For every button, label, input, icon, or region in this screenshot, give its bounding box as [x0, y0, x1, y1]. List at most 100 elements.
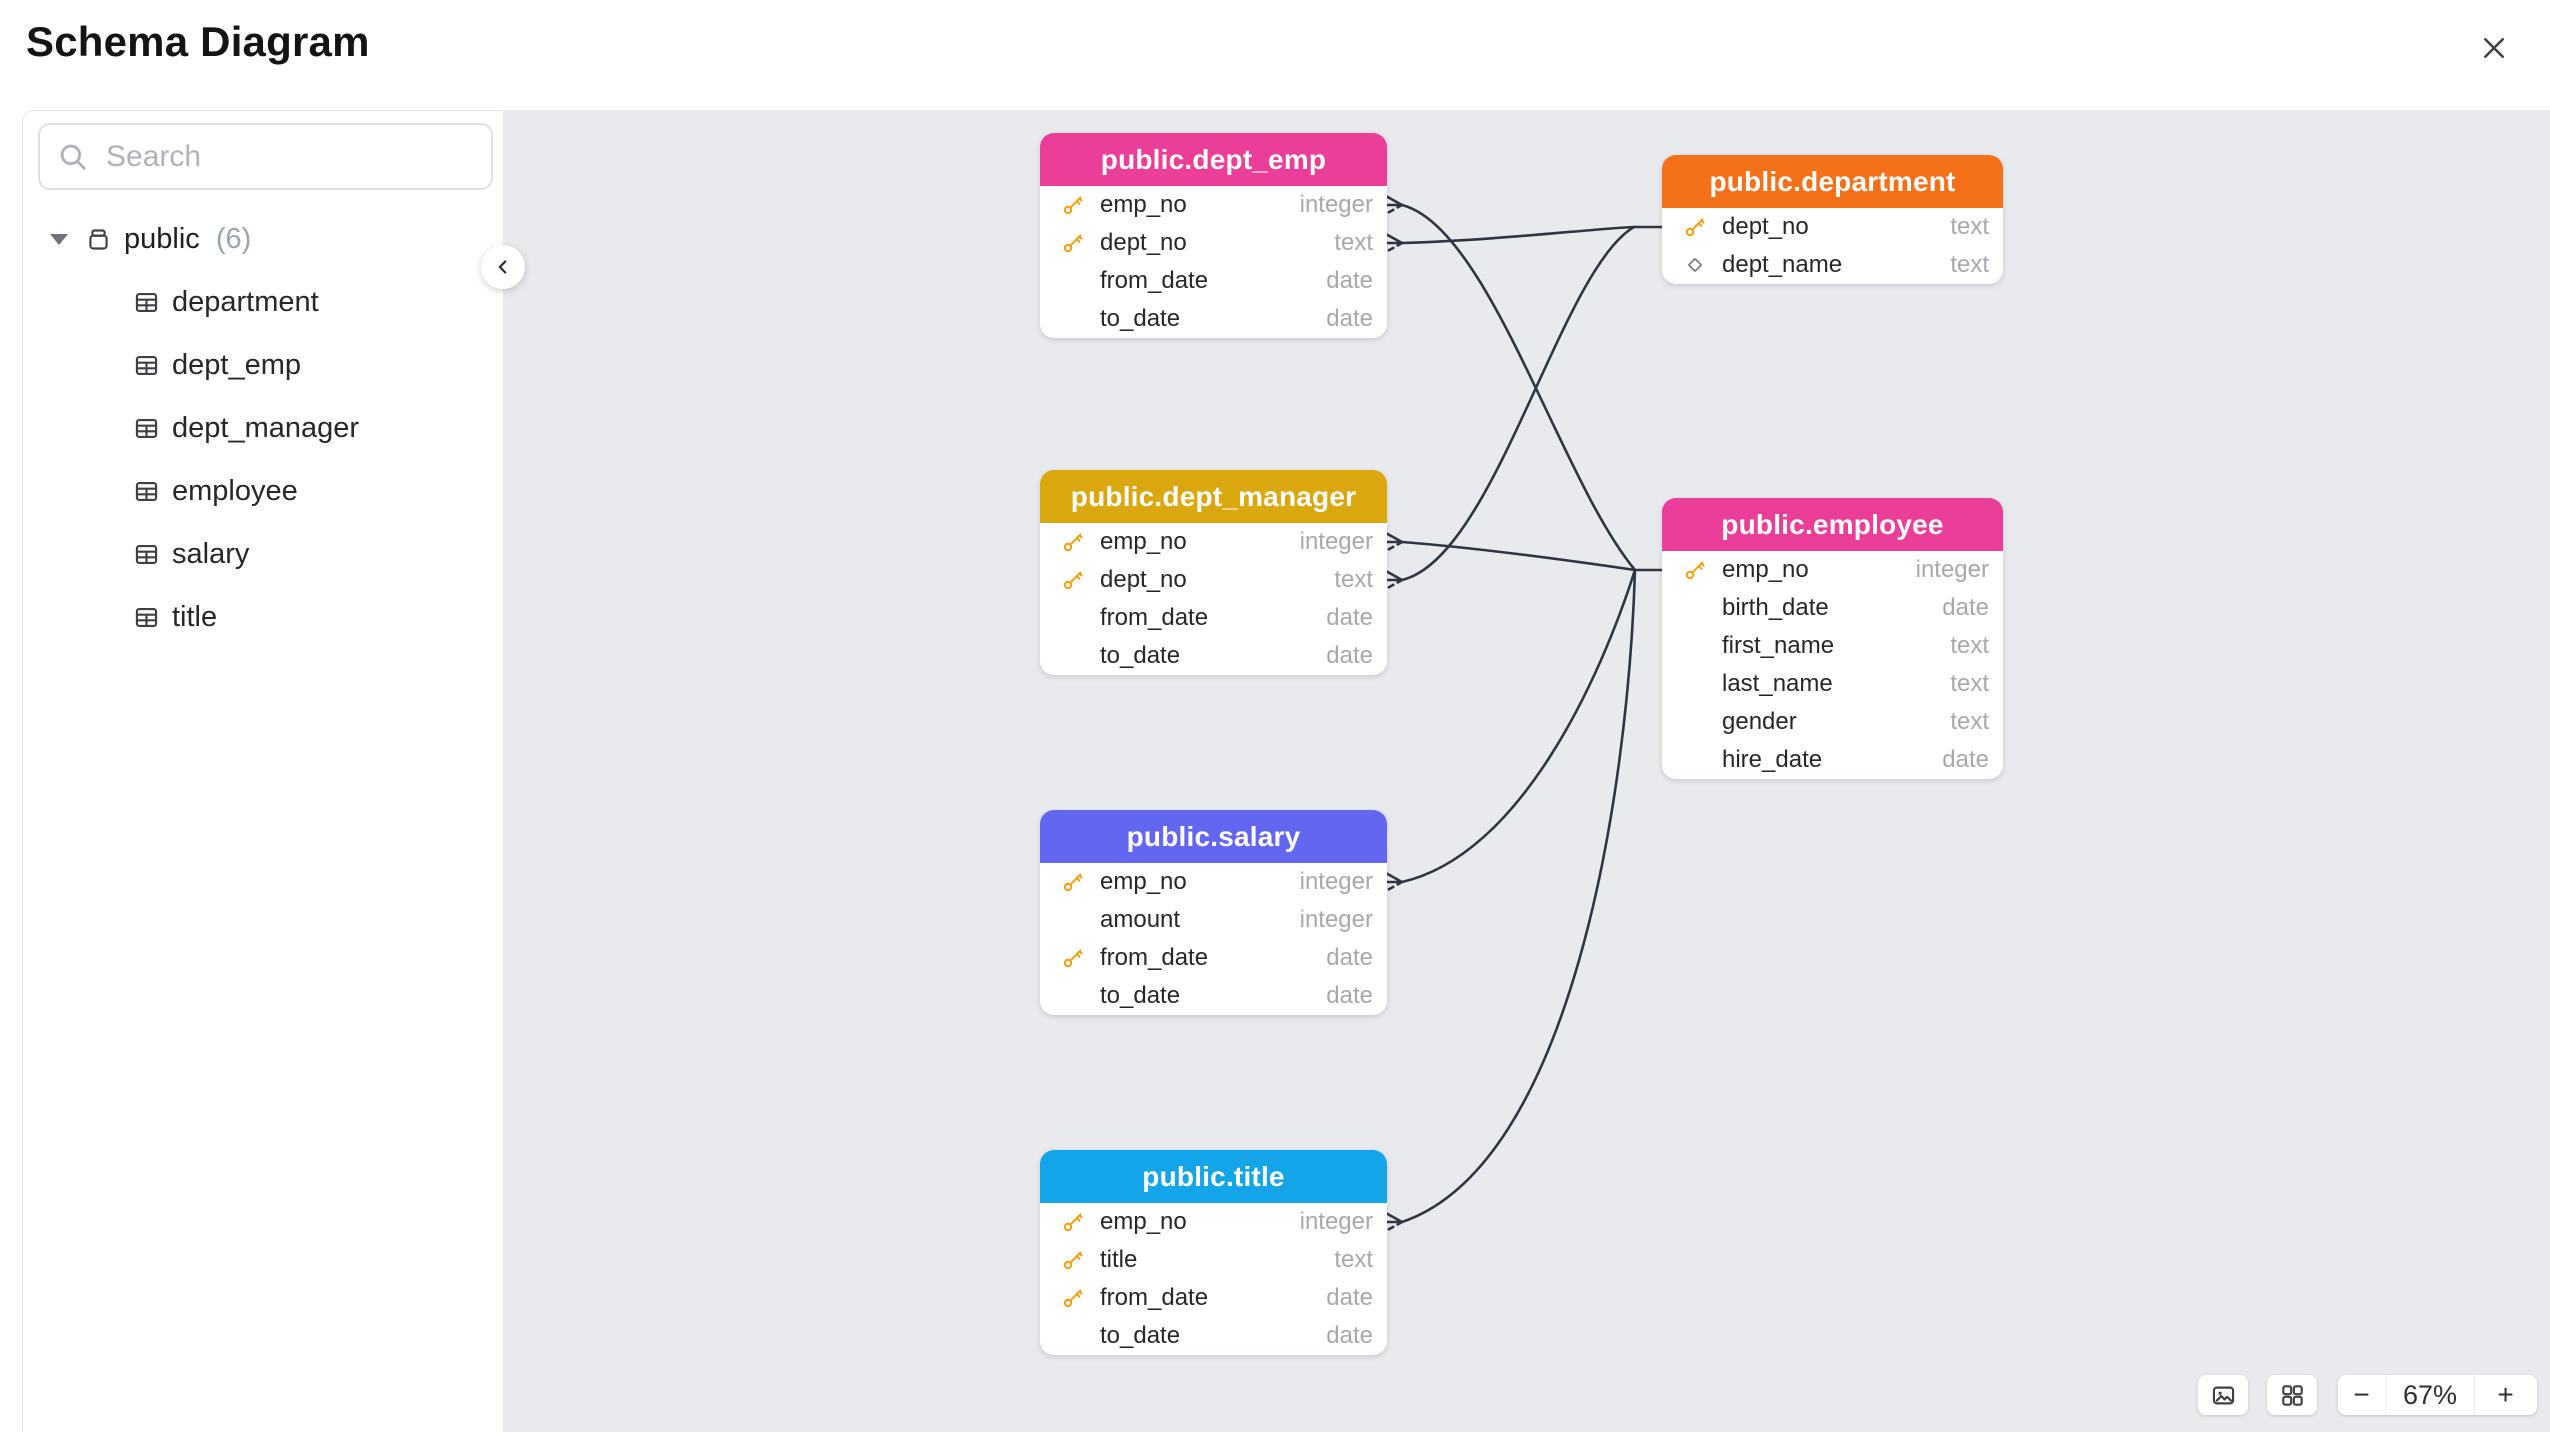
column-name: to_date [1100, 982, 1181, 1009]
chevron-left-icon [498, 260, 507, 274]
column-name: dept_name [1722, 251, 1843, 278]
primary-key-icon [1060, 1247, 1086, 1273]
table-card-title: public.dept_manager [1040, 470, 1387, 523]
sidebar-item-title[interactable]: title [23, 586, 503, 649]
export-image-button[interactable] [2198, 1375, 2248, 1415]
table-row: emp_no integer [1040, 523, 1387, 561]
table-row: amount integer [1040, 901, 1387, 939]
column-type: date [1326, 1322, 1373, 1349]
sidebar-item-salary[interactable]: salary [23, 523, 503, 586]
column-name: gender [1722, 708, 1797, 735]
column-name: from_date [1100, 267, 1209, 294]
expand-caret-icon[interactable] [50, 233, 68, 245]
table-card-department[interactable]: public.department dept_no text dept_name… [1662, 155, 2003, 284]
table-row: emp_no integer [1040, 186, 1387, 224]
table-row: emp_no integer [1662, 551, 2003, 589]
column-type: date [1326, 1284, 1373, 1311]
column-type: date [1326, 604, 1373, 631]
column-type: date [1326, 267, 1373, 294]
column-name: hire_date [1722, 746, 1823, 773]
table-card-salary[interactable]: public.salary emp_no integer amount inte… [1040, 810, 1387, 1015]
table-card-title-table[interactable]: public.title emp_no integer title text f… [1040, 1150, 1387, 1355]
table-row: title text [1040, 1241, 1387, 1279]
sidebar-item-dept_manager[interactable]: dept_manager [23, 397, 503, 460]
table-icon [135, 292, 158, 313]
sidebar-item-department[interactable]: department [23, 271, 503, 334]
table-row: to_date date [1040, 1317, 1387, 1355]
zoom-controls: − 67% + [2338, 1375, 2537, 1415]
unique-constraint-icon [1682, 252, 1708, 278]
column-type: integer [1915, 556, 1989, 583]
table-card-title: public.department [1662, 155, 2003, 208]
primary-key-icon [1682, 214, 1708, 240]
table-row: from_date date [1040, 939, 1387, 977]
sidebar-item-employee[interactable]: employee [23, 460, 503, 523]
column-type: integer [1299, 528, 1373, 555]
sidebar: public (6) department dept_emp dept_mana… [22, 110, 503, 1432]
table-icon [135, 607, 158, 628]
table-row: last_name text [1662, 665, 2003, 703]
primary-key-icon [1060, 1285, 1086, 1311]
table-row: dept_no text [1662, 208, 2003, 246]
table-row: from_date date [1040, 262, 1387, 300]
table-row: birth_date date [1662, 589, 2003, 627]
column-name: amount [1100, 906, 1181, 933]
table-row: from_date date [1040, 599, 1387, 637]
schema-icon [89, 228, 108, 250]
column-name: emp_no [1100, 191, 1187, 218]
table-card-title: public.title [1040, 1150, 1387, 1203]
auto-layout-button[interactable] [2267, 1375, 2317, 1415]
column-name: dept_no [1100, 229, 1187, 256]
column-type: integer [1299, 906, 1373, 933]
schema-name: public (6) [124, 222, 252, 255]
column-type: text [1334, 1246, 1373, 1273]
image-icon [2212, 1386, 2234, 1404]
column-name: from_date [1100, 1284, 1209, 1311]
zoom-out-button[interactable]: − [2338, 1375, 2386, 1415]
column-type: integer [1299, 868, 1373, 895]
column-type: date [1326, 944, 1373, 971]
zoom-in-button[interactable]: + [2474, 1375, 2536, 1415]
column-type: text [1950, 213, 1989, 240]
table-row: hire_date date [1662, 741, 2003, 779]
primary-key-icon [1060, 529, 1086, 555]
column-name: emp_no [1100, 528, 1187, 555]
table-row: dept_no text [1040, 224, 1387, 262]
close-icon [2484, 38, 2504, 58]
column-type: date [1942, 594, 1989, 621]
column-name: emp_no [1100, 1208, 1187, 1235]
close-button[interactable] [2472, 26, 2516, 70]
search-icon [60, 144, 86, 170]
table-row: from_date date [1040, 1279, 1387, 1317]
primary-key-icon [1060, 567, 1086, 593]
primary-key-icon [1060, 945, 1086, 971]
sidebar-collapse-button[interactable] [481, 245, 525, 289]
table-card-dept_manager[interactable]: public.dept_manager emp_no integer dept_… [1040, 470, 1387, 675]
table-row: to_date date [1040, 637, 1387, 675]
column-type: integer [1299, 1208, 1373, 1235]
tree-node-public-schema[interactable]: public (6) [23, 207, 503, 271]
column-name: first_name [1722, 632, 1835, 659]
table-card-employee[interactable]: public.employee emp_no integer birth_dat… [1662, 498, 2003, 779]
column-type: date [1326, 305, 1373, 332]
table-row: dept_no text [1040, 561, 1387, 599]
column-type: text [1334, 566, 1373, 593]
diagram-canvas[interactable] [503, 110, 2550, 1432]
table-icon [135, 481, 158, 502]
sidebar-item-dept_emp[interactable]: dept_emp [23, 334, 503, 397]
column-type: text [1950, 251, 1989, 278]
table-row: to_date date [1040, 300, 1387, 338]
column-name: birth_date [1722, 594, 1829, 621]
search-input[interactable] [104, 138, 494, 175]
primary-key-icon [1682, 557, 1708, 583]
primary-key-icon [1060, 230, 1086, 256]
column-type: date [1326, 642, 1373, 669]
table-card-dept_emp[interactable]: public.dept_emp emp_no integer dept_no t… [1040, 133, 1387, 338]
column-name: emp_no [1100, 868, 1187, 895]
column-type: date [1942, 746, 1989, 773]
search-box [38, 123, 494, 190]
table-card-title: public.dept_emp [1040, 133, 1387, 186]
column-name: last_name [1722, 670, 1833, 697]
table-row: emp_no integer [1040, 1203, 1387, 1241]
